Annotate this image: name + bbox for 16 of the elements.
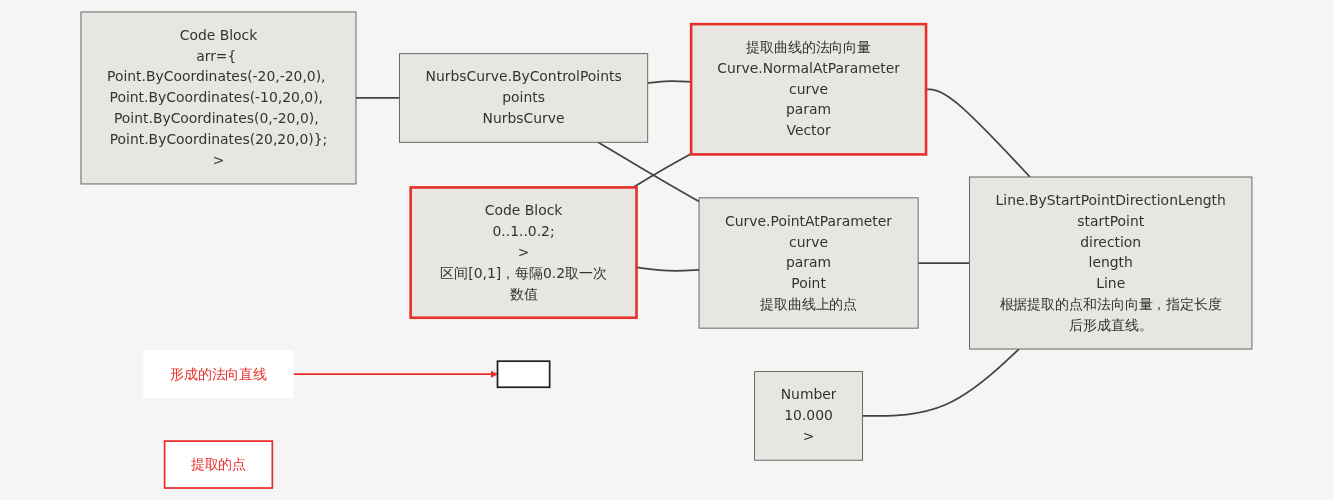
node-box: 提取的点 (163, 440, 274, 489)
node-box: Number 10.000 > (754, 371, 864, 461)
node-box: 形成的法向直线 (143, 350, 294, 399)
node-box: 提取曲线的法向向量 Curve.NormalAtParameter curve param Vector (689, 22, 928, 156)
node-box: Curve.PointAtParameter curve param Point 提取曲线上的点 (698, 197, 919, 329)
connector (632, 152, 693, 189)
arrow (292, 370, 498, 379)
node-box: Line.ByStartPointDirectionLength startPoint direction length Line 根据提取的点和法向向量，指定长度后形成直线。 (969, 176, 1253, 350)
connector (355, 97, 401, 99)
connector (917, 262, 971, 264)
node-box: NurbsCurve.ByControlPoints points NurbsCurve (399, 53, 649, 143)
node-box: Code Block 0..1..0.2; > 区间[0,1]，每隔0.2取一次数值 (409, 186, 638, 320)
connector (861, 348, 1020, 417)
node-box (496, 360, 551, 389)
connector (597, 141, 700, 203)
node-box: Code Block arr={ Point.ByCoordinates(-20,-20,0), Point.ByCoordinates(-10,20,0), Point.ByCoordinates(0,-20,0), Point.ByCoordinates(20,20,0)}; > (80, 11, 357, 185)
